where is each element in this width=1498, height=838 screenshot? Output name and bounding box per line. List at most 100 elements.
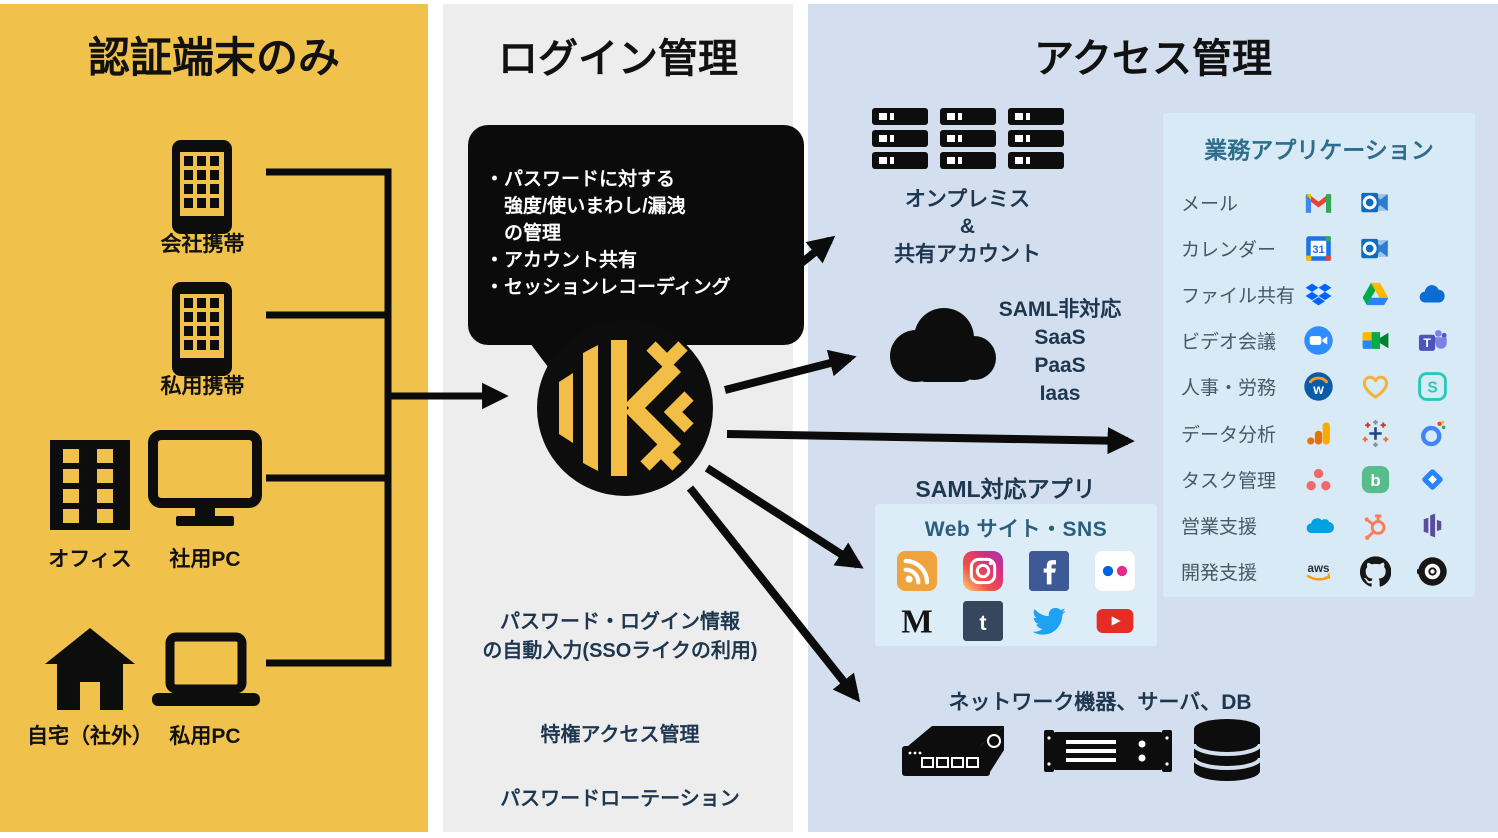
app-icon-group bbox=[1303, 279, 1448, 310]
hubspot-icon bbox=[1360, 510, 1391, 541]
github-icon bbox=[1360, 556, 1391, 587]
app-icon-group: T bbox=[1303, 325, 1448, 356]
saml-ng-label: SAML非対応 SaaS PaaS Iaas bbox=[998, 298, 1122, 405]
svg-text:b: b bbox=[1370, 471, 1380, 490]
right-column-title: アクセス管理 bbox=[1034, 37, 1272, 81]
app-category-row: 営業支援 bbox=[1181, 502, 1465, 548]
app-icon-group: aws bbox=[1303, 556, 1448, 587]
onprem-label: オンプレミス & 共有アカウント bbox=[894, 188, 1041, 266]
app-category-label: 人事・労務 bbox=[1181, 378, 1277, 400]
zoom-icon bbox=[1303, 325, 1334, 356]
app-icon-group: 31 bbox=[1303, 233, 1391, 264]
svg-text:31: 31 bbox=[1312, 244, 1324, 256]
gmail-icon bbox=[1303, 187, 1334, 218]
personal-phone-label: 私用携帯 bbox=[160, 375, 245, 398]
flickr-icon bbox=[1095, 551, 1135, 591]
office-building-icon bbox=[50, 440, 130, 530]
twitter-icon bbox=[1029, 601, 1069, 641]
app-category-label: ファイル共有 bbox=[1181, 285, 1296, 307]
password-issues-callout: ・パスワードに対する 強度/使いまわし/漏洩 の管理 ・アカウント共有 ・セッシ… bbox=[468, 125, 804, 375]
network-heading: ネットワーク機器、サーバ、DB bbox=[948, 691, 1252, 714]
app-category-label: カレンダー bbox=[1181, 239, 1277, 261]
google-analytics-icon bbox=[1303, 418, 1334, 449]
rss-icon bbox=[897, 551, 937, 591]
app-category-label: 開発支援 bbox=[1181, 563, 1258, 585]
personal-pc-label: 私用PC bbox=[169, 725, 241, 748]
app-category-row: ビデオ会議 T bbox=[1181, 318, 1465, 364]
svg-text:T: T bbox=[1423, 336, 1431, 350]
company-pc-icon bbox=[148, 430, 262, 528]
company-pc-label: 社用PC bbox=[169, 548, 241, 571]
app-category-label: タスク管理 bbox=[1181, 470, 1277, 492]
tumblr-icon: t bbox=[963, 601, 1003, 641]
middle-column-title: ログイン管理 bbox=[498, 37, 738, 81]
network-switch-icon bbox=[898, 720, 1010, 782]
server-rack-icon-3 bbox=[1008, 108, 1064, 170]
app-icon-group: b bbox=[1303, 464, 1448, 495]
personal-pc-icon bbox=[150, 632, 262, 712]
teams-icon: T bbox=[1417, 325, 1448, 356]
app-category-label: メール bbox=[1181, 193, 1239, 215]
app-category-row: 開発支援 aws bbox=[1181, 549, 1465, 595]
circleci-icon bbox=[1417, 556, 1448, 587]
app-icon-group bbox=[1303, 510, 1448, 541]
svg-text:t: t bbox=[979, 610, 986, 635]
business-apps-heading: 業務アプリケーション bbox=[1204, 137, 1434, 163]
app-category-row: カレンダー 31 bbox=[1181, 225, 1465, 271]
backlog-icon: b bbox=[1360, 464, 1391, 495]
cloud-icon bbox=[882, 300, 1002, 388]
youtube-icon bbox=[1095, 601, 1135, 641]
app-icon-group bbox=[1303, 418, 1448, 449]
google-drive-icon bbox=[1360, 279, 1391, 310]
app-category-label: 営業支援 bbox=[1181, 516, 1258, 538]
jira-icon bbox=[1417, 464, 1448, 495]
salesforce-icon bbox=[1303, 510, 1334, 541]
app-category-label: データ分析 bbox=[1181, 424, 1277, 446]
heart-icon bbox=[1360, 371, 1391, 402]
aws-icon: aws bbox=[1303, 556, 1334, 587]
sns-heading: Web サイト・SNS bbox=[924, 518, 1108, 541]
feature-autofill: パスワード・ログイン情報 の自動入力(SSOライクの利用) bbox=[482, 611, 758, 662]
password-issues-text: ・パスワードに対する 強度/使いまわし/漏洩 の管理 ・アカウント共有 ・セッシ… bbox=[485, 168, 731, 298]
app-icon-group bbox=[1303, 187, 1391, 218]
left-column-title: 認証端末のみ bbox=[87, 34, 340, 81]
app-category-row: メール bbox=[1181, 179, 1465, 225]
marketo-icon bbox=[1417, 510, 1448, 541]
tableau-icon bbox=[1360, 418, 1391, 449]
app-category-label: ビデオ会議 bbox=[1181, 332, 1277, 354]
rack-server-icon bbox=[1044, 728, 1172, 774]
smarthr-icon: S bbox=[1417, 371, 1448, 402]
onedrive-icon bbox=[1417, 279, 1448, 310]
server-rack-icon-1 bbox=[872, 108, 928, 170]
app-category-row: タスク管理 b bbox=[1181, 456, 1465, 502]
app-category-row: ファイル共有 bbox=[1181, 271, 1465, 317]
office-label: オフィス bbox=[48, 548, 132, 571]
server-rack-icon-2 bbox=[940, 108, 996, 170]
outlook-icon bbox=[1360, 233, 1391, 264]
company-phone-label: 会社携帯 bbox=[160, 233, 245, 256]
home-icon bbox=[45, 628, 135, 710]
home-label: 自宅（社外） bbox=[27, 725, 153, 748]
outlook-icon bbox=[1360, 187, 1391, 218]
app-category-row: データ分析 bbox=[1181, 410, 1465, 456]
looker-icon bbox=[1417, 418, 1448, 449]
company-phone-icon bbox=[160, 140, 244, 234]
workday-icon: w bbox=[1303, 371, 1334, 402]
svg-text:w: w bbox=[1312, 382, 1324, 397]
google-meet-icon bbox=[1360, 325, 1391, 356]
feature-pam: 特権アクセス管理 bbox=[540, 724, 700, 746]
google-calendar-icon: 31 bbox=[1303, 233, 1334, 264]
svg-text:aws: aws bbox=[1308, 562, 1330, 575]
facebook-icon bbox=[1029, 551, 1069, 591]
personal-phone-icon bbox=[160, 282, 244, 376]
saml-ok-heading: SAML対応アプリ bbox=[915, 476, 1096, 502]
svg-text:M: M bbox=[901, 604, 932, 641]
